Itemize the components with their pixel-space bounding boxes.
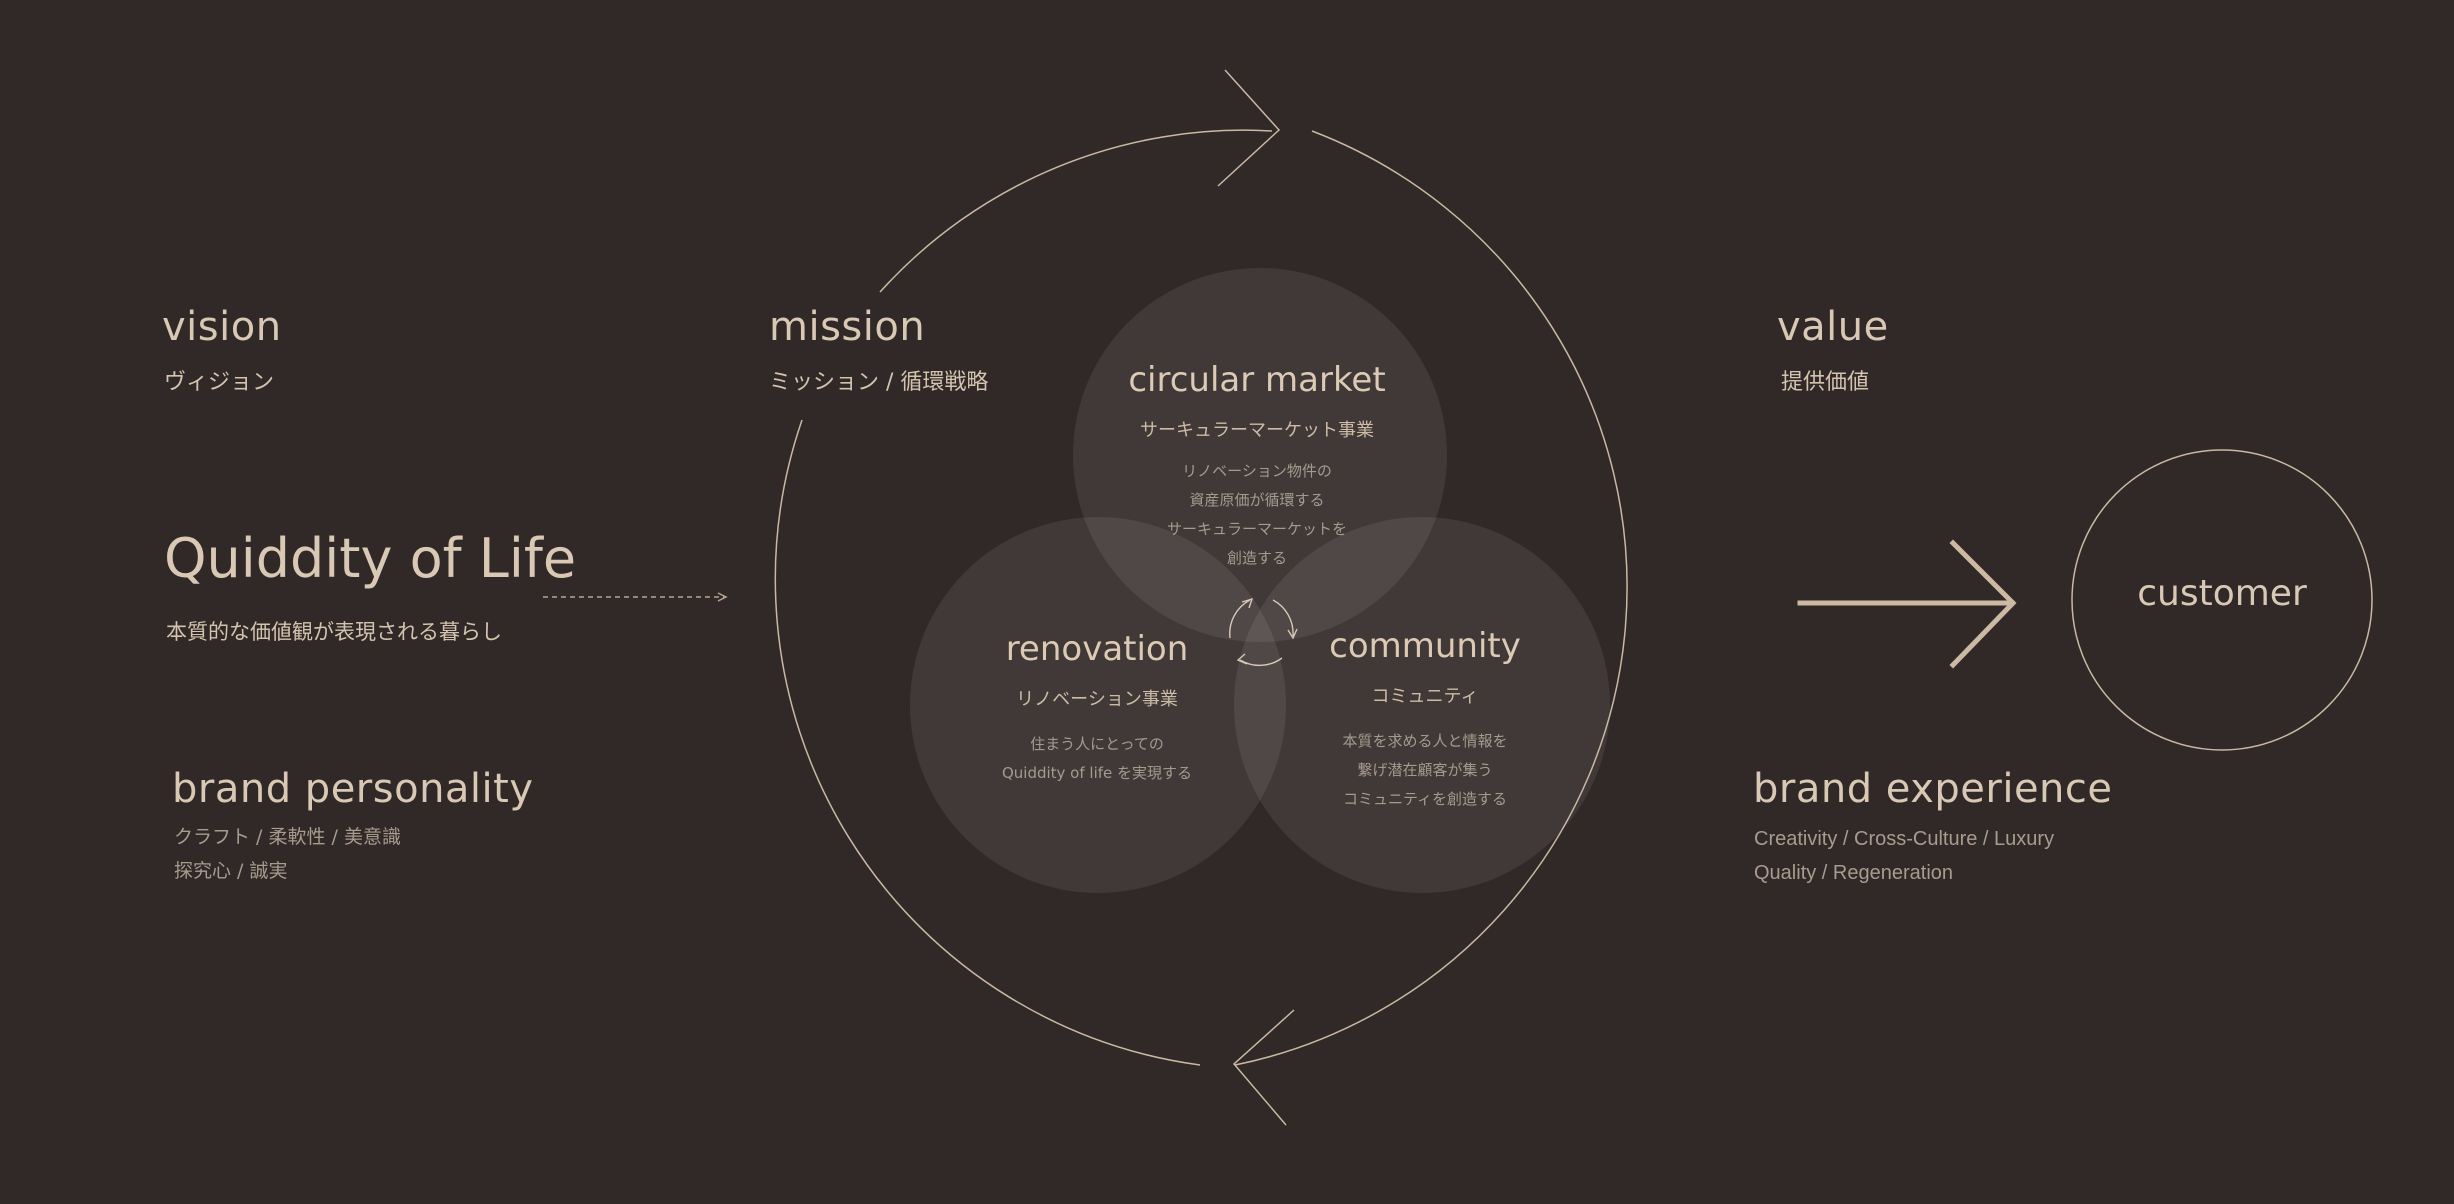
brand-experience-list: Creativity / Cross-Culture / Luxury Qual… [1754, 822, 2054, 890]
circular-market-title: circular market [1128, 360, 1386, 400]
customer-label: customer [2137, 573, 2307, 614]
circle-circular-market [1073, 268, 1447, 642]
value-title: value [1777, 304, 1889, 350]
vision-title: vision [162, 304, 282, 350]
community-description: 本質を求める人と情報を 繋げ潜在顧客が集う コミュニティを創造する [1342, 727, 1507, 814]
brand-experience-line: Quality / Regeneration [1754, 862, 1954, 884]
renovation-title: renovation [1005, 629, 1189, 669]
desc-line: コミュニティを創造する [1342, 790, 1508, 808]
cycle-ring [774, 129, 1628, 1066]
customer-arrow [1797, 539, 2017, 669]
desc-line: 本質を求める人と情報を [1342, 732, 1508, 750]
cycle-arc-right [1234, 130, 1628, 1066]
brand-personality-line: 探究心 / 誠実 [174, 860, 288, 882]
desc-line: サーキュラーマーケットを [1166, 520, 1348, 538]
desc-line: Quiddity of life を実現する [1001, 764, 1193, 782]
desc-line: リノベーション物件の [1182, 462, 1332, 480]
circular-market-description: リノベーション物件の 資産原価が循環する サーキュラーマーケットを 創造する [1167, 457, 1347, 573]
circle-community [1234, 517, 1610, 893]
desc-line: 創造する [1226, 549, 1288, 567]
brand-experience-line: Creativity / Cross-Culture / Luxury [1754, 828, 2055, 850]
desc-line: 住まう人にとっての [1030, 735, 1164, 753]
renovation-subtitle: リノベーション事業 [1016, 689, 1178, 710]
desc-line: 繋げ潜在顧客が集う [1357, 761, 1493, 779]
circular-market-subtitle: サーキュラーマーケット事業 [1140, 420, 1374, 441]
center-rotation-icon [1229, 597, 1298, 667]
cycle-arrowhead-top [1217, 69, 1281, 187]
circle-renovation [910, 517, 1286, 893]
mission-subtitle: ミッション / 循環戦略 [769, 370, 989, 395]
cycle-arc-left [774, 419, 1201, 1066]
quiddity-subtitle: 本質的な価値観が表現される暮らし [166, 620, 502, 644]
brand-personality-title: brand personality [172, 766, 534, 812]
vision-subtitle: ヴィジョン [164, 370, 275, 395]
brand-personality-list: クラフト / 柔軟性 / 美意識 探究心 / 誠実 [174, 820, 401, 888]
brand-personality-line: クラフト / 柔軟性 / 美意識 [174, 826, 401, 848]
community-subtitle: コミュニティ [1371, 686, 1479, 707]
renovation-description: 住まう人にとっての Quiddity of life を実現する [1002, 730, 1192, 788]
cycle-arrowhead-bottom [1232, 1009, 1295, 1126]
dashed-arrow [543, 592, 728, 602]
brand-experience-title: brand experience [1753, 766, 2113, 812]
value-subtitle: 提供価値 [1781, 370, 1870, 395]
community-title: community [1329, 626, 1521, 666]
mission-title: mission [769, 304, 926, 350]
quiddity-title: Quiddity of Life [164, 527, 577, 590]
customer-circle [2071, 449, 2373, 751]
desc-line: 資産原価が循環する [1189, 491, 1325, 509]
venn-circles [910, 268, 1610, 893]
cycle-arc-top-left [879, 129, 1273, 293]
